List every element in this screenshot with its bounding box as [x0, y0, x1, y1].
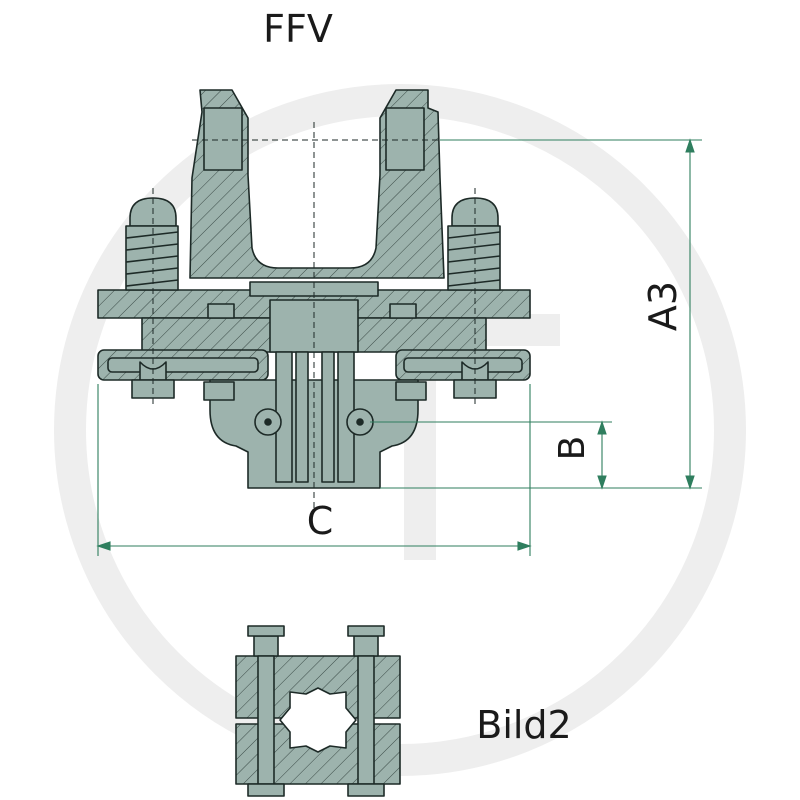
dimension-a3-label: A3	[641, 281, 685, 331]
bolt-left	[257, 655, 275, 785]
dimension-b-label: B	[552, 436, 593, 461]
yoke-left-ear	[203, 107, 243, 171]
profile-bore	[279, 687, 357, 753]
dimension-c-label: C	[307, 499, 334, 543]
bolt-right	[357, 655, 375, 785]
center-lines	[152, 122, 476, 512]
dimension-lines	[96, 138, 702, 556]
spring-right	[447, 197, 501, 399]
title-label: FFV	[263, 7, 333, 51]
yoke-right-ear	[385, 107, 425, 171]
clutch-assembly	[97, 89, 531, 489]
detail-label: Bild2	[476, 703, 571, 747]
yoke	[189, 89, 445, 279]
detail-clamp	[235, 625, 401, 797]
